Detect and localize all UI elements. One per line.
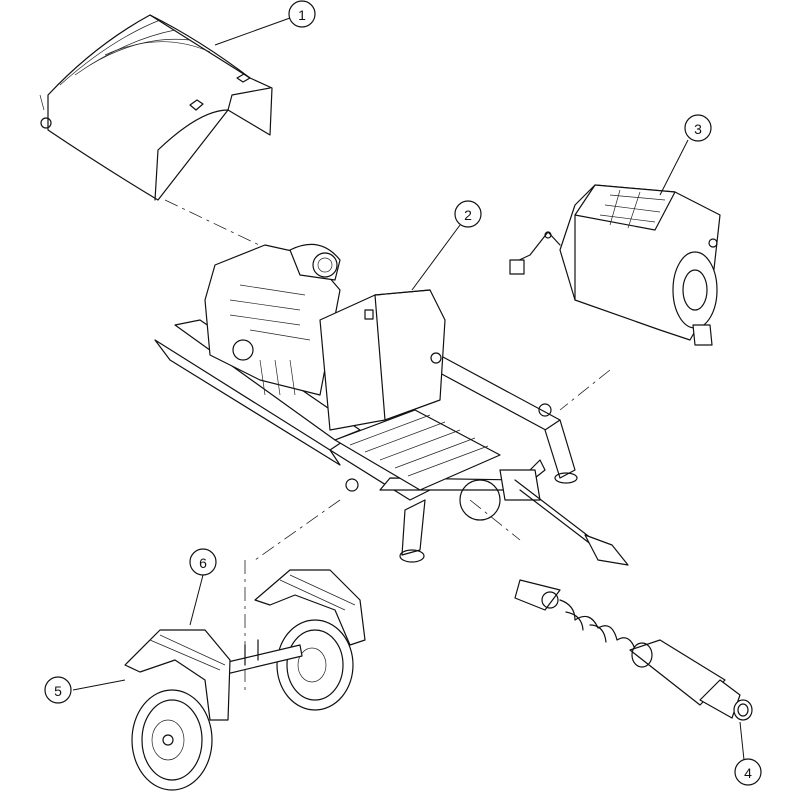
callout-1-label: 1 xyxy=(298,7,306,23)
frame-engine-assembly-part xyxy=(154,243,629,566)
callout-2-label: 2 xyxy=(464,207,472,223)
callout-2: 2 xyxy=(454,200,482,228)
callout-leaders xyxy=(72,17,745,761)
callout-5: 5 xyxy=(44,676,72,704)
callout-3: 3 xyxy=(684,114,712,142)
callout-5-label: 5 xyxy=(54,683,62,699)
drum-hopper-assembly-part xyxy=(509,184,721,346)
callout-6-label: 6 xyxy=(199,555,207,571)
callout-3-label: 3 xyxy=(694,121,702,137)
callout-4-label: 4 xyxy=(744,765,752,781)
callout-4: 4 xyxy=(734,758,762,786)
auger-shaft-assembly-part xyxy=(514,579,753,721)
callout-1: 1 xyxy=(288,0,316,28)
callout-6: 6 xyxy=(189,548,217,576)
axle-wheel-fender-assembly-part xyxy=(124,569,366,791)
hood-cover-part xyxy=(39,14,273,201)
